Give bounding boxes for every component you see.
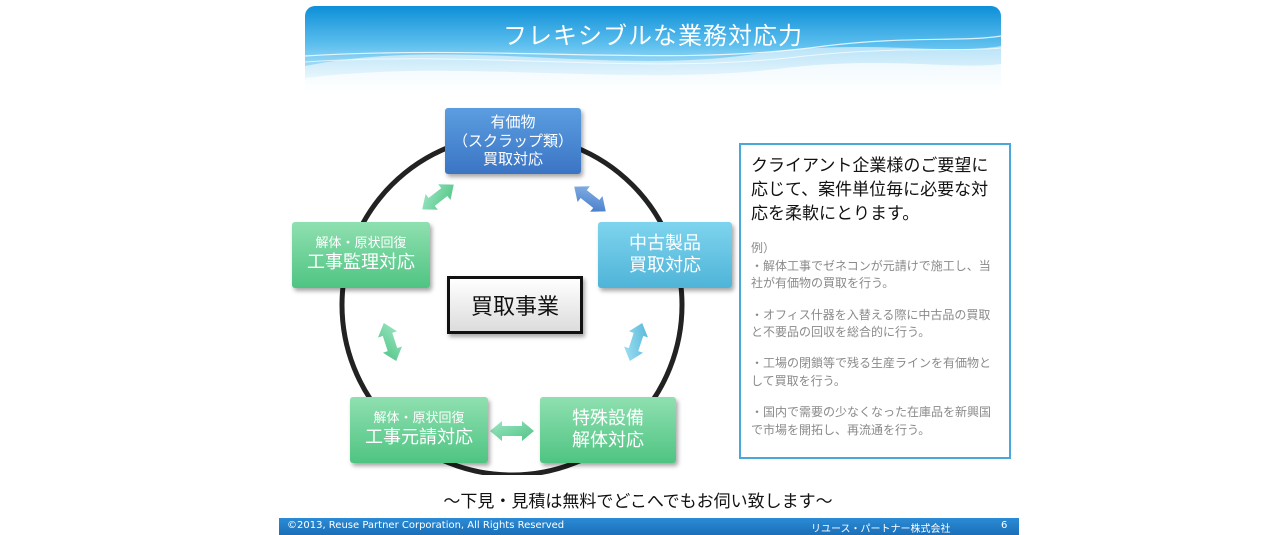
arrow-bottom <box>490 421 534 441</box>
node-supervision-line2: 工事監理対応 <box>307 251 415 273</box>
node-scrap-line3: 買取対応 <box>482 150 543 169</box>
header-wave-graphic <box>305 6 1001 94</box>
node-supervision-line1: 解体・原状回復 <box>315 235 407 251</box>
footer-company: リユース・パートナー株式会社 <box>811 524 951 535</box>
center-business-label: 買取事業 <box>447 276 583 334</box>
arrow-top-right <box>574 186 606 212</box>
node-special-line2: 解体対応 <box>572 430 644 451</box>
node-contract-line2: 工事元請対応 <box>365 426 473 448</box>
example-label: 例） <box>751 241 776 256</box>
node-used-line2: 買取対応 <box>629 255 701 276</box>
node-used-products: 中古製品 買取対応 <box>598 222 732 288</box>
node-scrap-line1: 有価物 <box>490 112 536 131</box>
tagline: ～下見・見積は無料でどこへでもお伺い致します～ <box>443 492 833 512</box>
footer-bar: ©2013, Reuse Partner Corporation, All Ri… <box>279 518 1019 535</box>
footer-copyright: ©2013, Reuse Partner Corporation, All Ri… <box>287 520 565 531</box>
arrow-top-left <box>422 184 454 210</box>
example-item: ・オフィス什器を入替える際に中古品の買取と不要品の回収を総合的に行う。 <box>751 307 991 339</box>
node-construction-supervision: 解体・原状回復 工事監理対応 <box>292 222 430 288</box>
node-scrap-line2: （スクラップ類） <box>452 131 573 150</box>
arrow-left <box>378 322 402 362</box>
node-general-contract: 解体・原状回復 工事元請対応 <box>350 397 488 463</box>
example-list: 例） ・解体工事でゼネコンが元請けで施工し、当社が有価物の買取を行う。 ・オフィ… <box>751 240 999 439</box>
node-used-line1: 中古製品 <box>629 232 701 254</box>
example-item: ・工場の閉鎖等で残る生産ラインを有価物として買取を行う。 <box>751 356 992 388</box>
node-scrap-purchase: 有価物 （スクラップ類） 買取対応 <box>445 108 581 174</box>
page-number: 6 <box>1001 520 1008 531</box>
header-banner: フレキシブルな業務対応力 <box>305 6 1001 94</box>
node-special-equipment: 特殊設備 解体対応 <box>540 397 676 463</box>
arrow-right <box>624 322 648 362</box>
example-item: ・国内で需要の少なくなった在庫品を新興国で市場を開拓し、再流通を行う。 <box>751 405 992 437</box>
node-contract-line1: 解体・原状回復 <box>373 410 465 426</box>
node-special-line1: 特殊設備 <box>572 407 644 429</box>
info-box: クライアント企業様のご要望に応じて、案件単位毎に必要な対応を柔軟にとります。 例… <box>739 143 1011 459</box>
example-item: ・解体工事でゼネコンが元請けで施工し、当社が有価物の買取を行う。 <box>751 258 991 291</box>
slide-title: フレキシブルな業務対応力 <box>503 22 803 50</box>
info-heading: クライアント企業様のご要望に応じて、案件単位毎に必要な対応を柔軟にとります。 <box>751 156 989 224</box>
